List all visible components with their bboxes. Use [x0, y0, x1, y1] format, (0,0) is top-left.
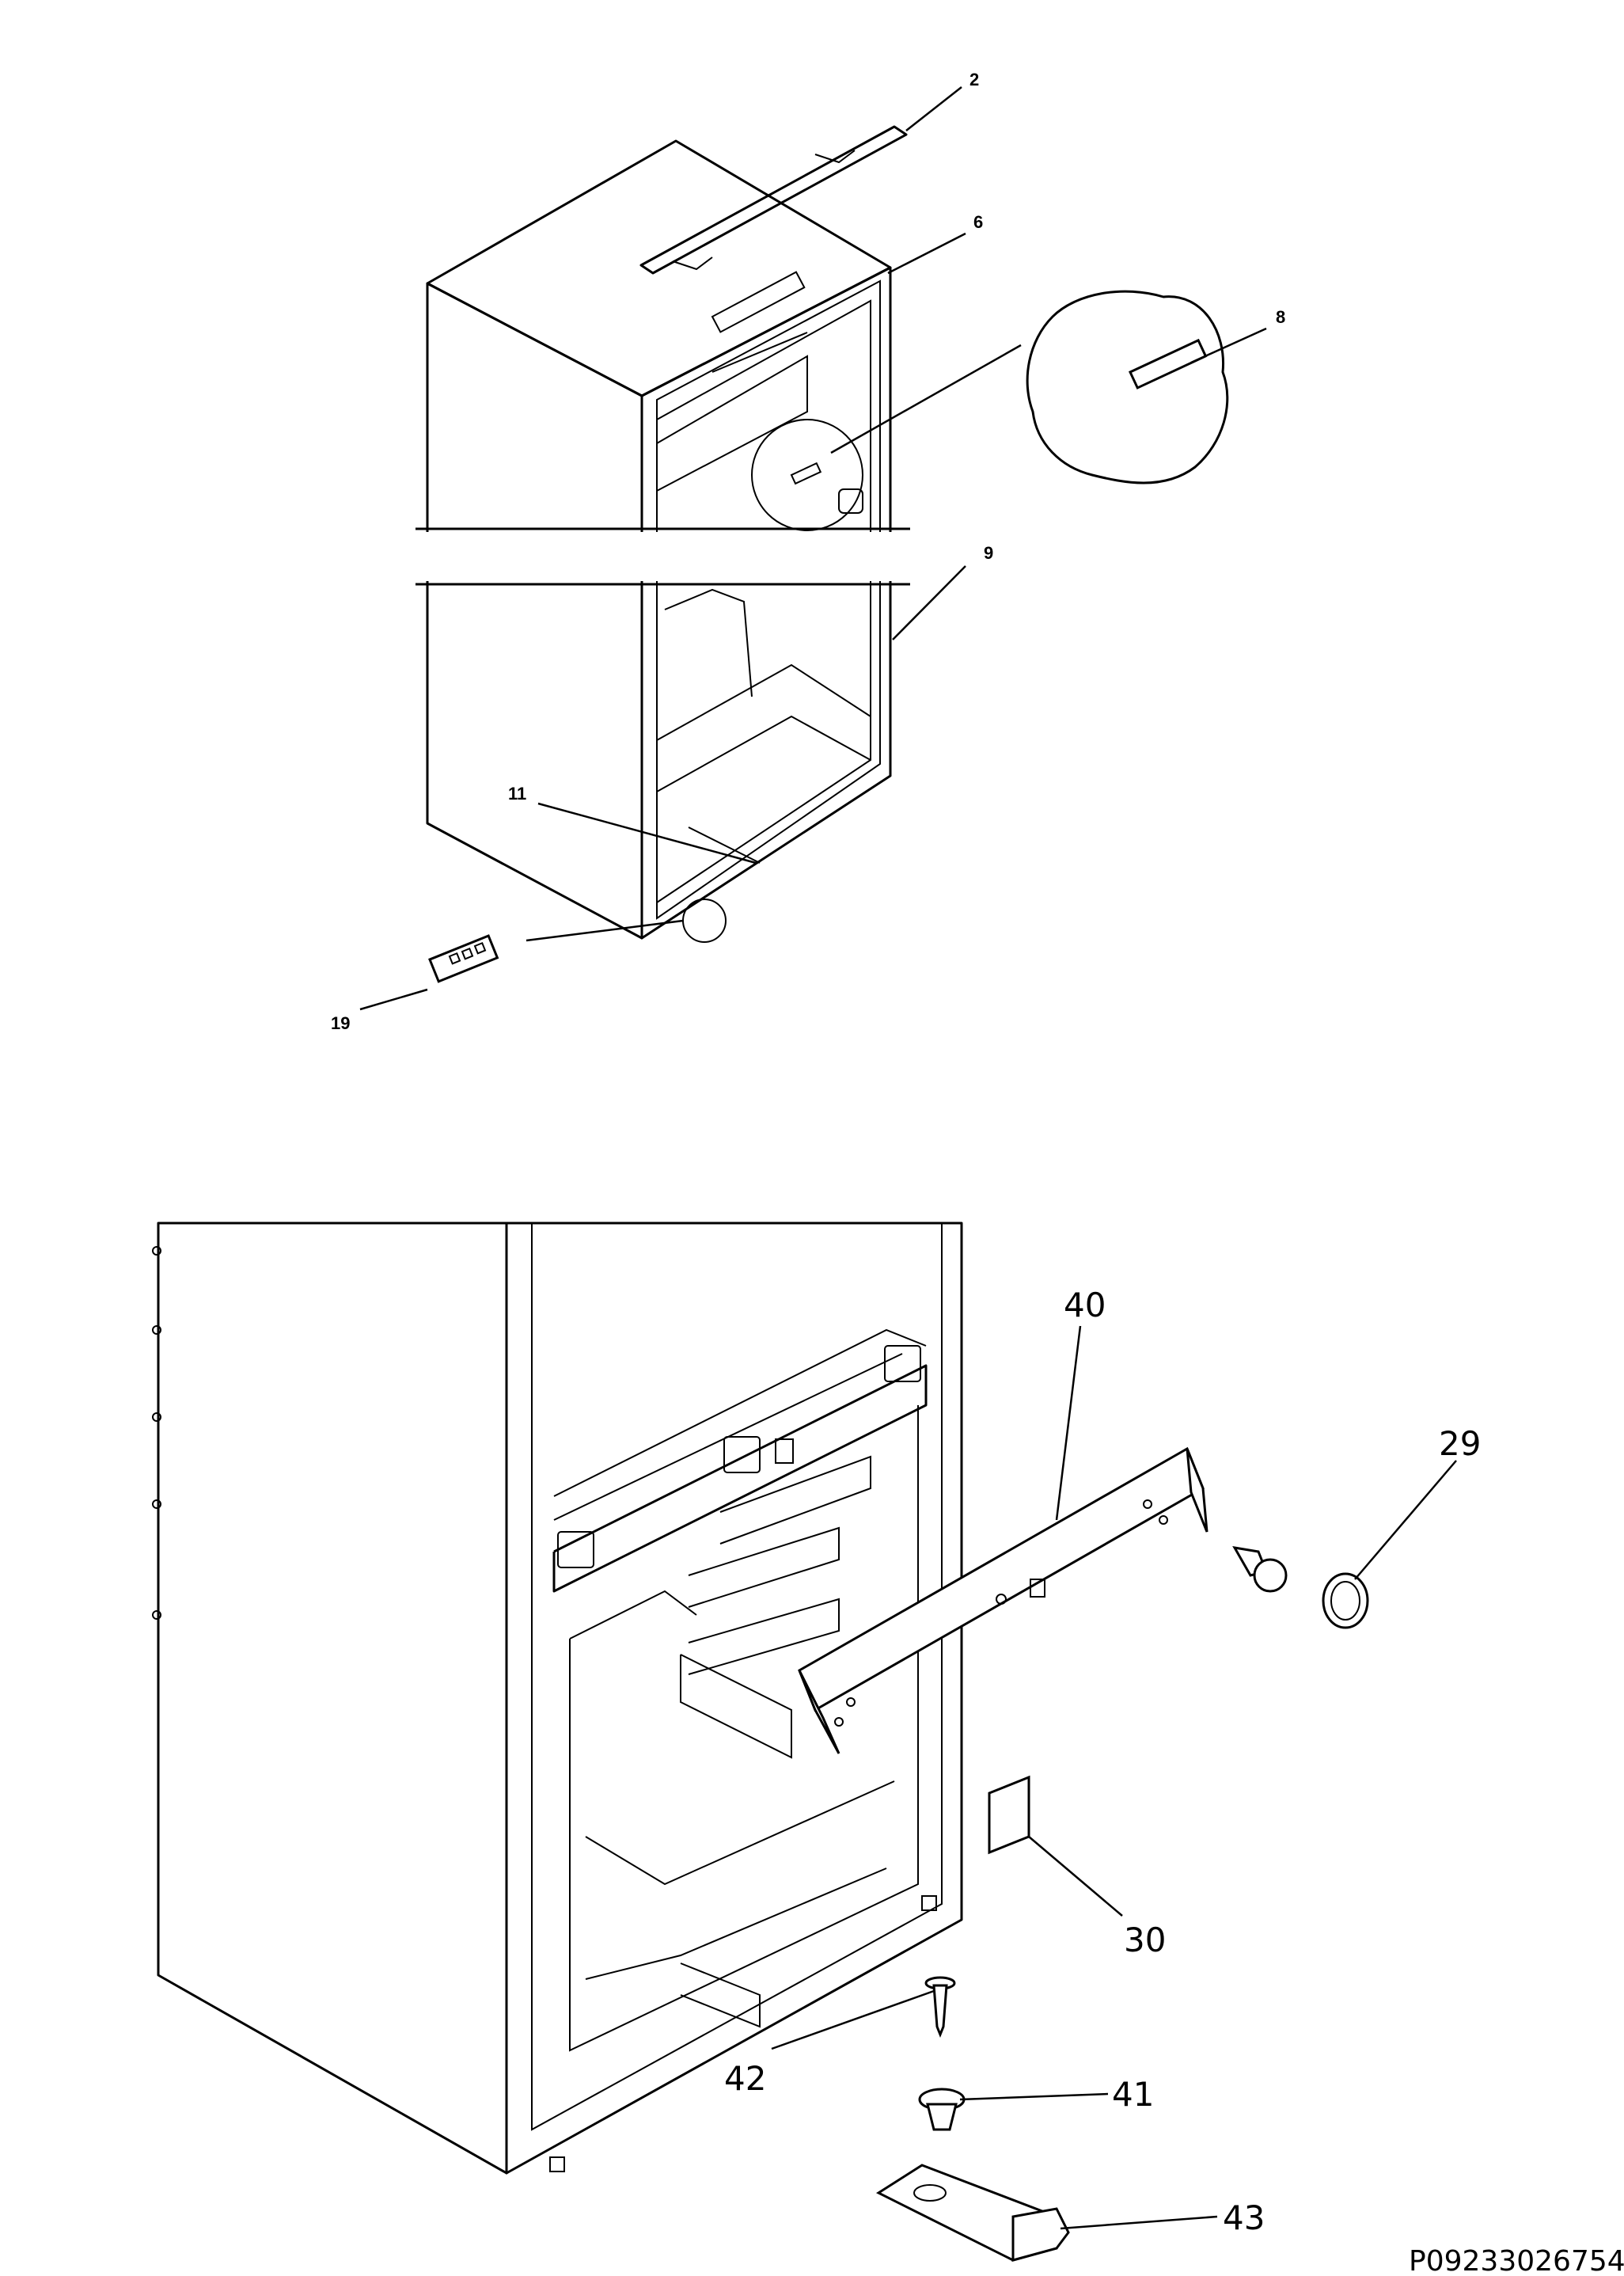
- part-41-bushing: [918, 2088, 966, 2131]
- callout-29: 29: [1439, 1424, 1481, 1463]
- bottom-cabinet-assembly: [152, 1222, 963, 2175]
- part-40-bracket: [798, 1446, 1209, 1754]
- part-screw-and-plug: [1232, 1546, 1369, 1629]
- document-id: P09233026754: [1409, 2245, 1624, 2276]
- top-cabinet-assembly: [413, 125, 1229, 983]
- callout-19: 19: [331, 1013, 350, 1033]
- part-42-screw: [924, 1976, 956, 2039]
- bottom-leader-lines: [771, 1325, 1457, 2230]
- callout-30: 30: [1124, 1921, 1166, 1959]
- part-43-cover: [875, 2164, 1070, 2262]
- callout-43: 43: [1223, 2198, 1265, 2237]
- callout-8: 8: [1276, 307, 1285, 327]
- callout-41: 41: [1112, 2075, 1154, 2114]
- callout-2: 2: [969, 70, 979, 89]
- callout-40: 40: [1064, 1286, 1106, 1324]
- part-30-label: [988, 1775, 1030, 1855]
- callout-11: 11: [508, 784, 526, 804]
- callout-9: 9: [984, 543, 993, 563]
- top-leader-lines: [359, 86, 1267, 1011]
- callout-6: 6: [973, 212, 983, 232]
- callout-42: 42: [724, 2059, 766, 2098]
